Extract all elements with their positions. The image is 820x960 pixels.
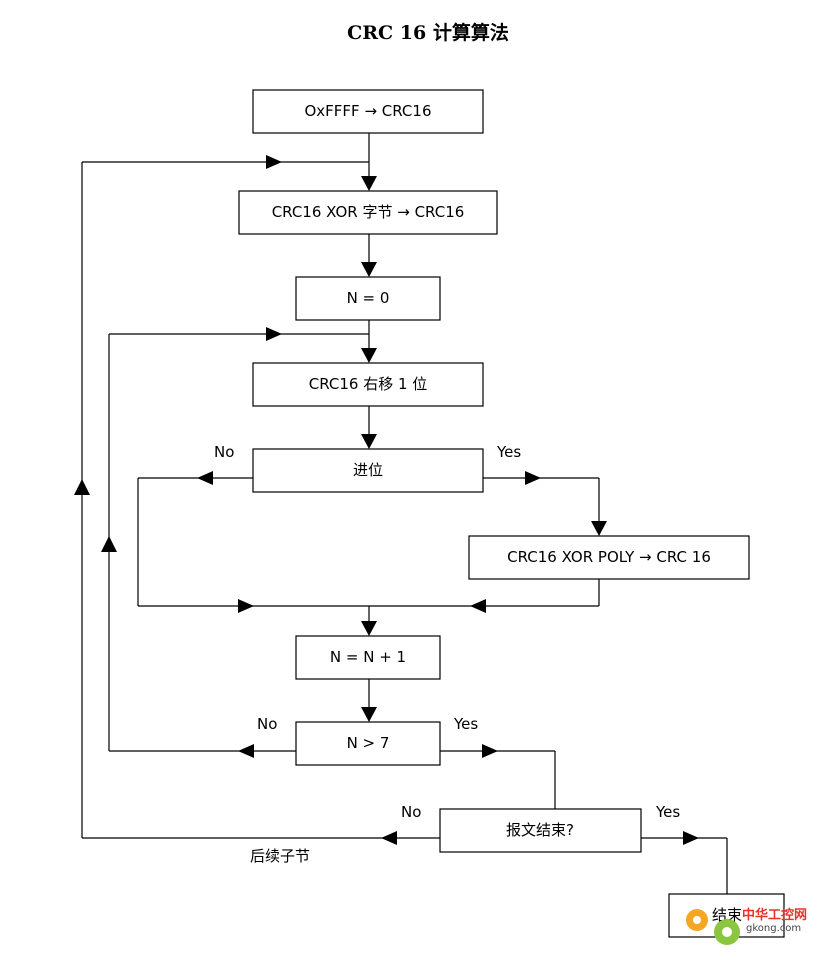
watermark-site: 中华工控网 (742, 907, 807, 923)
node-msg-end: 报文结束? (439, 808, 642, 853)
arrowhead-right (266, 327, 282, 341)
node-init-label: OxFFFF → CRC16 (304, 102, 431, 120)
node-n-zero: N = 0 (295, 276, 441, 321)
label-n-yes: Yes (453, 715, 478, 733)
arrowhead-down (361, 262, 377, 277)
node-carry: 进位 (252, 448, 484, 493)
arrowhead-left (238, 744, 254, 758)
node-xor-byte: CRC16 XOR 字节 → CRC16 (238, 190, 498, 235)
node-n-inc-label: N = N + 1 (330, 648, 406, 666)
arrowhead-down (361, 434, 377, 449)
page-title: CRC 16 计算算法 (347, 21, 509, 44)
arrowhead-down (361, 621, 377, 636)
node-carry-label: 进位 (353, 461, 383, 479)
arrowhead-right (238, 599, 254, 613)
label-carry-yes: Yes (496, 443, 521, 461)
label-msg-yes: Yes (655, 803, 680, 821)
arrowhead-up (101, 536, 117, 552)
arrowhead-right (683, 831, 699, 845)
label-carry-no: No (214, 443, 234, 461)
node-shift-label: CRC16 右移 1 位 (309, 375, 428, 393)
arrowhead-left (381, 831, 397, 845)
label-msg-no: No (401, 803, 421, 821)
node-msg-end-label: 报文结束? (506, 821, 574, 839)
node-n-gt7: N > 7 (295, 721, 441, 766)
arrowhead-right (525, 471, 541, 485)
arrowhead-down (591, 521, 607, 536)
node-init: OxFFFF → CRC16 (252, 89, 484, 134)
node-xor-poly-label: CRC16 XOR POLY → CRC 16 (507, 548, 711, 566)
arrowhead-down (361, 707, 377, 722)
node-shift: CRC16 右移 1 位 (252, 362, 484, 407)
arrowhead-right (482, 744, 498, 758)
node-n-inc: N = N + 1 (295, 635, 441, 680)
arrowhead-up (74, 479, 90, 495)
arrowhead-down (361, 176, 377, 191)
node-end-label: 结束 (712, 906, 742, 924)
label-next-byte: 后续子节 (250, 847, 310, 865)
node-n-gt7-label: N > 7 (347, 734, 390, 752)
watermark-logo: 中华工控网 gkong.com (686, 907, 807, 945)
arrowhead-left (470, 599, 486, 613)
arrowhead-left (197, 471, 213, 485)
label-n-no: No (257, 715, 277, 733)
arrowhead-down (361, 348, 377, 363)
node-xor-poly: CRC16 XOR POLY → CRC 16 (468, 535, 750, 580)
arrowhead-right (266, 155, 282, 169)
node-n-zero-label: N = 0 (347, 289, 390, 307)
node-xor-byte-label: CRC16 XOR 字节 → CRC16 (272, 203, 465, 221)
watermark-url: gkong.com (746, 923, 801, 934)
